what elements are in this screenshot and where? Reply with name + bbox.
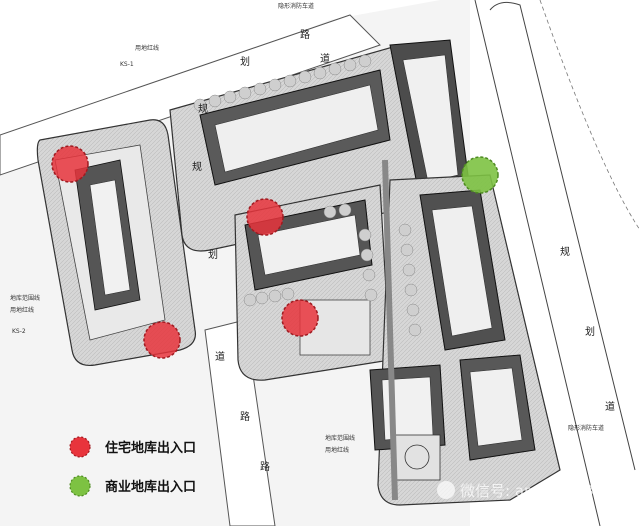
commercial-entrance-marker [461, 156, 499, 194]
east-road-centerline [539, 0, 640, 231]
road-label: 道 [605, 400, 615, 413]
road-label: 划 [208, 248, 218, 261]
annotation: 隐形消防车道 [568, 424, 604, 432]
watermark: 微信号: archcon530 [437, 481, 603, 500]
road-label: 规 [198, 102, 208, 115]
residential-entrance-marker [281, 299, 319, 337]
annotation: 用地红线 [135, 44, 159, 52]
parcel-east [358, 159, 561, 506]
road-label: 道 [320, 52, 330, 65]
legend: 住宅地库出入口 商业地库出入口 [69, 436, 196, 497]
legend-residential-label: 住宅地库出入口 [105, 440, 196, 456]
east-road-edge-2 [474, 0, 601, 526]
legend-residential-swatch [69, 436, 91, 458]
annotation: KS-1 [120, 61, 134, 68]
annotation: 地库范围线 [10, 294, 40, 302]
legend-commercial-swatch [69, 475, 91, 497]
parcel-central [234, 184, 391, 381]
road-label: 划 [240, 55, 250, 68]
parcel-ks2 [36, 119, 197, 367]
road-labels: 道 路 规 划 规 划 道 路 规 划 道 路 [192, 28, 615, 473]
entrance-markers [51, 145, 499, 359]
annotation: 用地红线 [10, 306, 34, 314]
annotation: 用地红线 [325, 446, 349, 454]
east-road-edge [489, 1, 636, 471]
road-label: 路 [260, 460, 270, 473]
middle-road [204, 319, 276, 526]
annotation: KS-2 [12, 328, 26, 335]
road-label: 规 [560, 245, 570, 258]
road-label: 路 [240, 410, 250, 423]
annotation: 隐形消防车道 [278, 2, 314, 10]
road-label: 道 [215, 350, 225, 363]
residential-entrance-marker [143, 321, 181, 359]
road-label: 规 [192, 160, 202, 173]
annotations: 隐形消防车道 用地红线 KS-1 地库范围线 用地红线 KS-2 隐形消防车道 … [10, 2, 604, 454]
legend-commercial-label: 商业地库出入口 [105, 479, 196, 495]
residential-entrance-marker [246, 198, 284, 236]
residential-entrance-marker [51, 145, 89, 183]
watermark-text: 微信号: archcon530 [460, 482, 603, 500]
annotation: 地库范围线 [325, 434, 355, 442]
road-label: 划 [585, 325, 595, 338]
wechat-icon [437, 481, 455, 499]
road-label: 路 [300, 28, 310, 41]
